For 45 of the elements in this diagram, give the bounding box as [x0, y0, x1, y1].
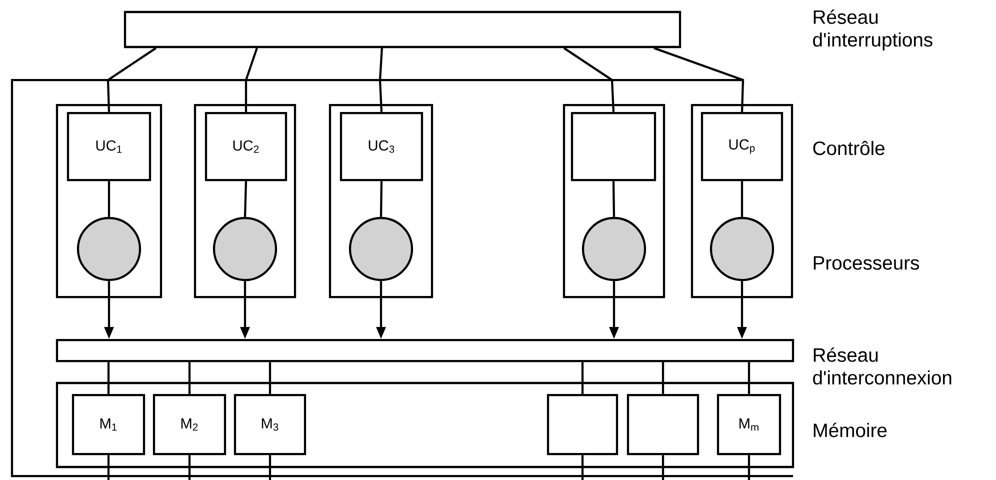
connector-line: [244, 181, 248, 217]
connector-line: [380, 181, 383, 217]
connector-line: [268, 362, 272, 394]
connector-line: [581, 455, 584, 480]
connector-line: [188, 455, 191, 480]
processor-circle: [710, 216, 774, 282]
interrupt-bus-bar: [124, 10, 682, 48]
connector-line: [654, 47, 744, 112]
connector-line: [612, 181, 616, 217]
control-unit-box: UC$_{p}$: [700, 112, 784, 182]
connector-line: [748, 455, 750, 480]
memory-box: M$_{m}$: [716, 394, 782, 456]
connector-line: [268, 455, 272, 480]
connector-line: [106, 47, 157, 112]
connector-line: [581, 362, 584, 394]
row-label: Réseau d'interconnexion: [813, 347, 952, 385]
connector-line: [662, 362, 664, 394]
control-unit-box: UC$_{3}$: [340, 112, 424, 182]
processor-circle: [348, 216, 414, 282]
connector-line: [740, 181, 744, 217]
control-unit-box: UC$_{1}$: [66, 112, 152, 182]
connector-line: [378, 48, 384, 112]
processor-circle: [212, 216, 278, 282]
row-label: Réseau d'interruptions: [813, 10, 932, 50]
connector-line: [107, 362, 110, 394]
row-label: Processeurs: [814, 256, 919, 270]
memory-box: [626, 394, 700, 456]
connector-line: [563, 47, 615, 112]
row-label: Contrôle: [813, 140, 884, 156]
interconnect-bus-bar: [56, 338, 794, 362]
memory-box: M$_{3}$: [234, 394, 306, 456]
connector-line: [108, 181, 110, 217]
processor-circle: [76, 216, 142, 282]
connector-line: [662, 455, 664, 480]
memory-box: [546, 394, 618, 456]
control-unit-box: UC$_{2}$: [204, 112, 288, 182]
memory-box: M$_{2}$: [152, 394, 226, 456]
connector-line: [748, 362, 750, 394]
processor-circle: [582, 216, 646, 282]
connector-line: [244, 48, 258, 112]
connector-line: [188, 362, 191, 394]
connector-line: [107, 455, 110, 480]
memory-box: M$_{1}$: [72, 394, 146, 456]
row-label: Mémoire: [814, 422, 887, 438]
control-unit-box: [570, 112, 656, 182]
